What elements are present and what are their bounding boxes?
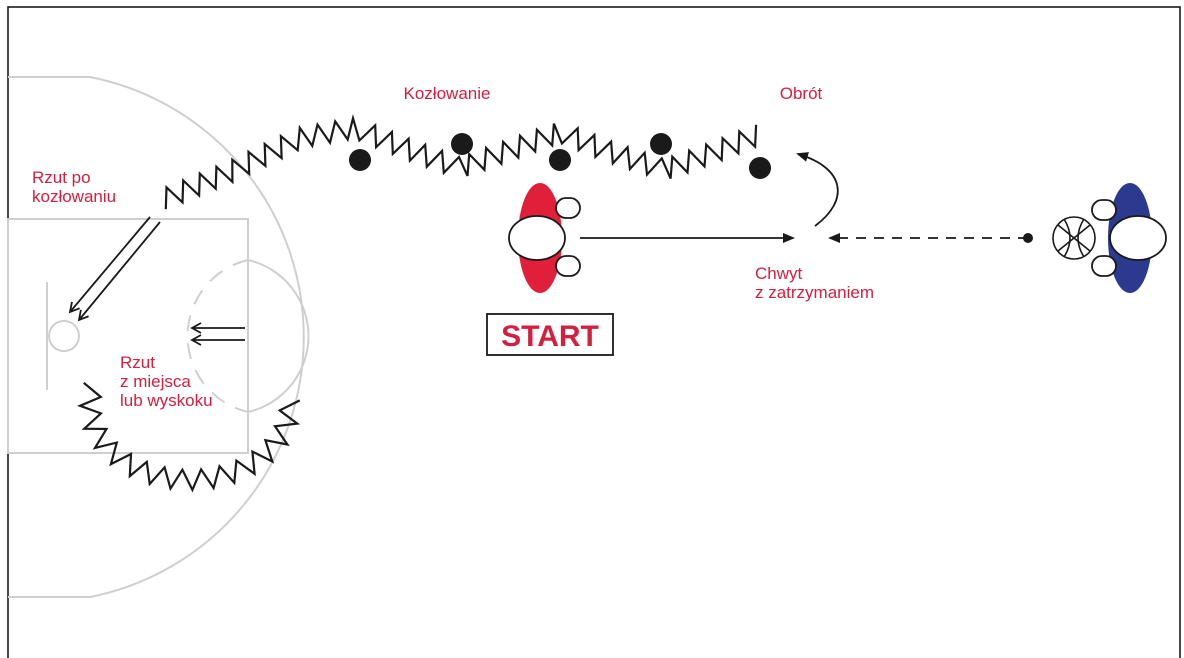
player-hand [1091,255,1117,277]
label-set-shot-2: z miejsca [120,372,191,391]
cones [349,133,771,179]
player-hand [555,255,581,277]
label-set-shot-3: lub wyskoku [120,391,213,410]
player-head [1109,215,1167,261]
label-turn: Obrót [780,84,823,103]
label-set-shot-1: Rzut [120,353,155,372]
start-label: START [501,320,599,353]
player-blue [1052,183,1167,293]
cone-marker-icon [549,149,571,171]
shot-arrow-set [190,322,245,346]
cone-marker-icon [349,149,371,171]
pass-arrow [828,233,1033,243]
dribble-path-arc [76,381,301,493]
three-point-line [8,76,305,598]
player-red [508,183,581,293]
court [7,76,310,598]
dribble-path-top [164,113,758,210]
key-area [7,218,249,454]
player-hand [555,197,581,219]
free-throw-circle-solid [247,259,310,413]
cone-marker-icon [749,157,771,179]
player-head [508,215,566,261]
label-catch-stop-1: Chwyt [755,264,803,283]
turn-arrow [796,152,839,227]
label-shot-after-dribble-1: Rzut po [32,168,91,187]
label-dribbling: Kozłowanie [404,84,491,103]
cone-marker-icon [451,133,473,155]
start-box [486,313,614,356]
free-throw-circle-dashed [186,259,249,413]
cone-marker-icon [650,133,672,155]
shot-arrow-after-dribble [68,216,161,322]
label-shot-after-dribble-2: kozłowaniu [32,187,116,206]
label-catch-stop-2: z zatrzymaniem [755,283,874,302]
hoop [48,320,80,352]
basketball-icon [1052,216,1096,260]
player-hand [1091,199,1117,221]
